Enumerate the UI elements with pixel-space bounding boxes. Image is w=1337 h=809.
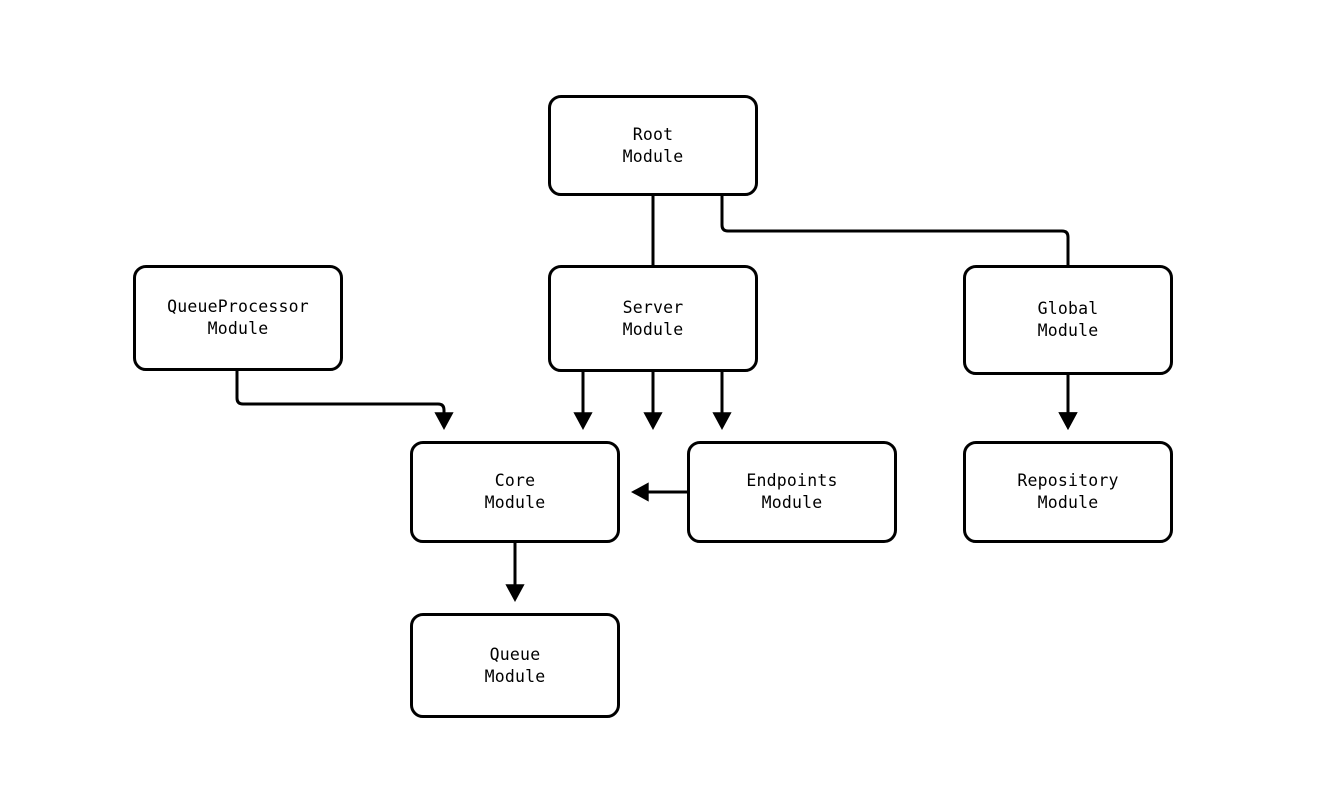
node-label-line2: Module xyxy=(761,493,823,512)
node-endpoints-module[interactable]: Endpoints Module xyxy=(687,441,897,543)
node-label-line1: Global xyxy=(1037,299,1099,318)
node-label-line2: Module xyxy=(207,319,269,338)
node-global-module[interactable]: Global Module xyxy=(963,265,1173,375)
node-label-line1: Root xyxy=(632,124,674,144)
node-label-line2: Module xyxy=(484,666,546,686)
node-core-module[interactable]: Core Module xyxy=(410,441,620,543)
node-repository-module[interactable]: Repository Module xyxy=(963,441,1173,543)
node-queueprocessor-module[interactable]: QueueProcessor Module xyxy=(133,265,343,371)
node-label-line1: Core xyxy=(494,471,536,490)
node-label-line2: Module xyxy=(622,146,684,166)
node-label-line1: QueueProcessor xyxy=(167,297,309,316)
node-server-module[interactable]: Server Module xyxy=(548,265,758,372)
node-label-line1: Endpoints xyxy=(746,471,838,490)
node-root-module[interactable]: Root Module xyxy=(548,95,758,196)
node-label-line2: Module xyxy=(484,493,546,512)
node-label-line1: Repository xyxy=(1017,471,1119,490)
edge-queueprocessor-to-core xyxy=(235,371,454,431)
node-label-line2: Module xyxy=(1037,321,1099,340)
node-label-line2: Module xyxy=(622,319,684,339)
node-label-line1: Queue xyxy=(489,644,541,664)
node-queue-module[interactable]: Queue Module xyxy=(410,613,620,718)
node-label-line1: Server xyxy=(622,297,684,317)
node-label-line2: Module xyxy=(1037,493,1099,512)
